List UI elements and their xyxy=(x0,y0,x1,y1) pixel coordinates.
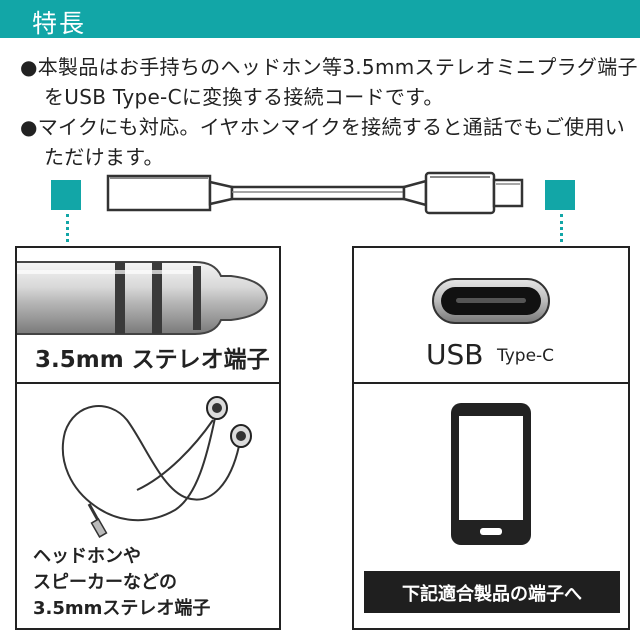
device-description: ヘッドホンや スピーカーなどの 3.5mmステレオ端子 xyxy=(33,544,210,622)
usb-c-port-icon xyxy=(432,278,550,324)
description-block: ●本製品はお手持ちのヘッドホン等3.5mmステレオミニプラグ端子 をUSB Ty… xyxy=(20,52,638,172)
stereo-port-label: 3.5mm ステレオ端子 xyxy=(35,347,270,373)
device-line-3: 3.5mmステレオ端子 xyxy=(33,598,211,619)
left-dotted-line xyxy=(66,214,69,242)
left-panel-divider xyxy=(17,382,279,384)
header-bar: 特長 xyxy=(0,0,640,38)
type-c-label: Type-C xyxy=(497,346,555,366)
right-marker xyxy=(545,180,575,210)
device-line-2: スピーカーなどの xyxy=(33,572,177,593)
banner-text: 下記適合製品の端子へ xyxy=(402,584,582,605)
compatible-products-banner: 下記適合製品の端子へ xyxy=(364,571,620,613)
description-line-1: ●本製品はお手持ちのヘッドホン等3.5mmステレオミニプラグ端子 xyxy=(20,55,638,79)
device-line-1: ヘッドホンや xyxy=(33,546,141,567)
stereo-plug-icon xyxy=(17,261,269,335)
right-panel: USB Type-C 下記適合製品の端子へ xyxy=(352,246,630,630)
description-line-4: ただけます。 xyxy=(44,145,164,169)
page-title: 特長 xyxy=(32,9,87,38)
right-panel-divider xyxy=(354,382,628,384)
left-marker xyxy=(51,180,81,210)
earphones-icon xyxy=(61,396,252,538)
description-line-2: をUSB Type-Cに変換する接続コードです。 xyxy=(44,85,444,109)
description-line-3: ●マイクにも対応。イヤホンマイクを接続すると通話でもご使用い xyxy=(20,115,626,139)
smartphone-icon xyxy=(451,403,531,545)
adapter-cable-illustration xyxy=(106,171,524,215)
right-dotted-line xyxy=(560,214,563,242)
left-panel: 3.5mm ステレオ端子 ヘッドホンや スピーカーなどの 3.5mmステレオ端子 xyxy=(15,246,281,630)
usb-label: USB xyxy=(426,338,484,371)
